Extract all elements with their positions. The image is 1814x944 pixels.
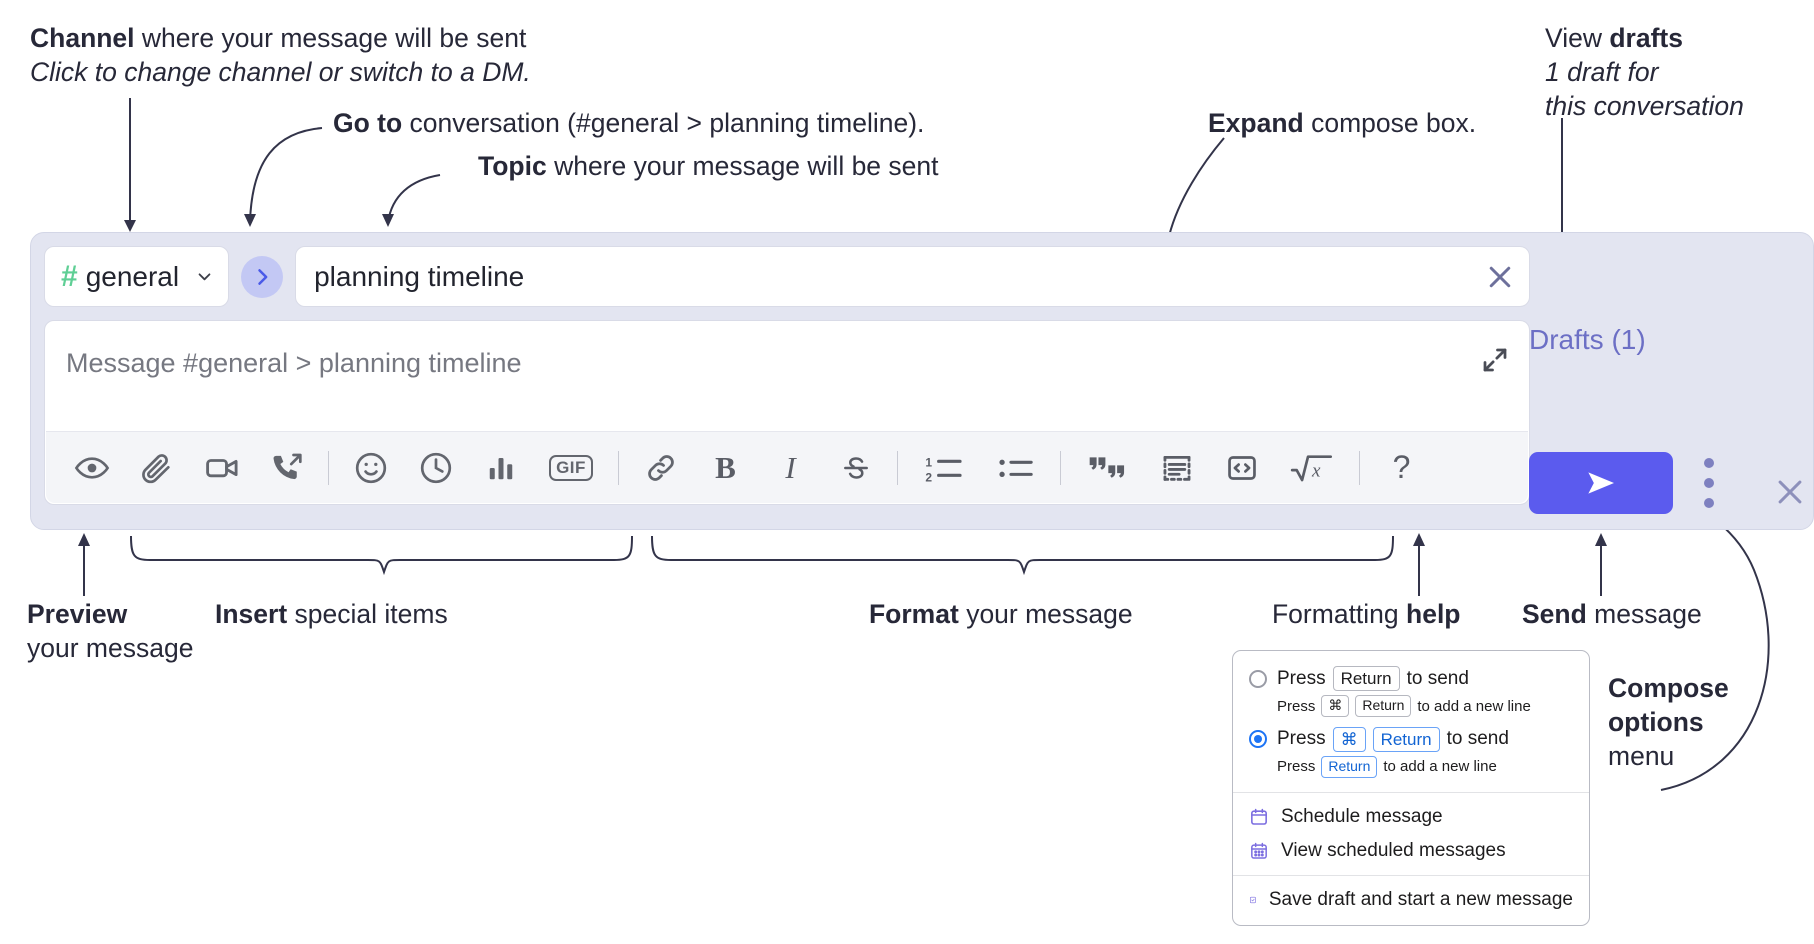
radio-button[interactable] — [1249, 669, 1267, 688]
close-icon[interactable] — [1773, 475, 1807, 509]
menu-divider — [1233, 791, 1589, 793]
annotation-drafts: View drafts 1 draft for this conversatio… — [1545, 23, 1744, 121]
separator-4 — [1060, 450, 1061, 485]
channel-name: general — [85, 260, 180, 292]
key-return: Return — [1332, 666, 1400, 692]
send-button[interactable] — [1529, 452, 1673, 514]
topic-value: planning timeline — [314, 260, 525, 292]
compose-box: # general planning timeline Message #gen… — [30, 232, 1814, 530]
code-block-icon[interactable] — [1153, 444, 1200, 491]
separator-3 — [897, 450, 898, 485]
radio-button-selected[interactable] — [1249, 730, 1267, 749]
option-label: Press Return to send — [1277, 666, 1469, 692]
separator-2 — [618, 450, 619, 485]
emoji-icon[interactable] — [347, 444, 394, 491]
blockquote-icon[interactable] — [1079, 444, 1135, 491]
separator-1 — [328, 450, 329, 485]
code-inline-icon[interactable] — [1218, 444, 1265, 491]
annotation-format: Format your message — [869, 599, 1133, 629]
huddle-icon[interactable] — [263, 444, 310, 491]
option-cmd-return-sub: Press Return to add a new line — [1233, 753, 1589, 785]
message-input-area[interactable]: Message #general > planning timeline — [44, 320, 1530, 505]
strikethrough-icon[interactable] — [832, 444, 879, 491]
bulleted-list-icon[interactable] — [990, 444, 1042, 491]
annotation-goto: Go to conversation (#general > planning … — [333, 108, 925, 138]
attachment-icon[interactable] — [133, 444, 180, 491]
annotation-topic: Topic where your message will be sent — [478, 151, 939, 181]
expand-icon[interactable] — [1480, 345, 1510, 375]
svg-text:2: 2 — [925, 470, 932, 484]
go-to-conversation-button[interactable] — [241, 255, 284, 298]
option-label: Press ⌘ Return to send — [1277, 726, 1509, 752]
option-return-to-send[interactable]: Press Return to send — [1233, 663, 1589, 692]
more-options-dot — [1704, 498, 1714, 508]
menu-item-save-draft[interactable]: Save draft and start a new message — [1233, 883, 1589, 917]
compose-main-column: # general planning timeline Message #gen… — [44, 246, 1530, 505]
menu-item-label: Schedule message — [1281, 805, 1443, 827]
schedule-clock-icon[interactable] — [412, 444, 459, 491]
link-icon[interactable] — [637, 444, 684, 491]
annotation-channel: Channel where your message will be sent … — [30, 23, 531, 87]
menu-divider — [1233, 874, 1589, 876]
compose-header-row: # general planning timeline — [44, 246, 1530, 307]
italic-icon[interactable]: I — [767, 444, 814, 491]
bold-icon[interactable]: B — [702, 444, 749, 491]
menu-item-label: View scheduled messages — [1281, 839, 1506, 861]
option-return-sub: Press ⌘ Return to add a new line — [1233, 692, 1589, 724]
save-draft-icon — [1249, 896, 1256, 903]
calendar-icon — [1251, 808, 1267, 825]
bold-label: B — [715, 449, 736, 485]
key-command-icon: ⌘ — [1332, 726, 1366, 752]
message-placeholder: Message #general > planning timeline — [66, 348, 522, 378]
compose-options-button[interactable] — [1704, 458, 1714, 508]
key-return: Return — [1355, 695, 1412, 717]
svg-text:x: x — [1311, 460, 1321, 481]
channel-selector-button[interactable]: # general — [44, 246, 230, 307]
send-paper-plane-icon — [1588, 472, 1614, 494]
key-command-icon: ⌘ — [1321, 695, 1350, 717]
gif-label: GIF — [549, 454, 593, 481]
compose-options-menu: Press Return to send Press ⌘ Return to a… — [1232, 650, 1590, 926]
more-options-dot — [1704, 458, 1714, 468]
calendar-grid-icon — [1251, 842, 1267, 859]
svg-text:1: 1 — [925, 455, 932, 469]
option-cmd-return-to-send[interactable]: Press ⌘ Return to send — [1233, 724, 1589, 753]
chevron-right-icon — [258, 268, 268, 285]
menu-item-view-scheduled[interactable]: View scheduled messages — [1233, 834, 1589, 868]
formatting-toolbar: GIF B I — [46, 431, 1528, 503]
math-icon[interactable]: x — [1283, 444, 1341, 491]
annotation-formatting-help: Formatting help — [1272, 599, 1461, 629]
hash-icon: # — [61, 259, 78, 293]
annotation-insert: Insert special items — [215, 599, 448, 629]
annotation-expand: Expand compose box. — [1208, 108, 1477, 138]
key-return: Return — [1372, 726, 1440, 752]
more-options-dot — [1704, 478, 1714, 488]
annotation-compose-options: Compose options menu — [1608, 673, 1729, 771]
chevron-down-icon — [198, 273, 211, 281]
drafts-link[interactable]: Drafts (1) — [1529, 324, 1646, 355]
preview-icon[interactable] — [68, 444, 115, 491]
separator-5 — [1359, 450, 1360, 485]
gif-icon[interactable]: GIF — [542, 444, 600, 491]
video-clip-icon[interactable] — [198, 444, 245, 491]
key-return: Return — [1321, 756, 1378, 778]
italic-label: I — [785, 449, 796, 485]
close-icon[interactable] — [1485, 262, 1515, 292]
annotation-preview: Preview your message — [27, 599, 194, 663]
menu-item-label: Save draft and start a new message — [1268, 888, 1573, 910]
topic-input[interactable]: planning timeline — [295, 246, 1530, 307]
help-label: ? — [1392, 449, 1411, 485]
menu-item-schedule-message[interactable]: Schedule message — [1233, 800, 1589, 834]
ordered-list-icon[interactable]: 1 2 — [916, 444, 972, 491]
formatting-help-icon[interactable]: ? — [1378, 444, 1425, 491]
annotation-send: Send message — [1522, 599, 1702, 629]
poll-icon[interactable] — [477, 444, 524, 491]
